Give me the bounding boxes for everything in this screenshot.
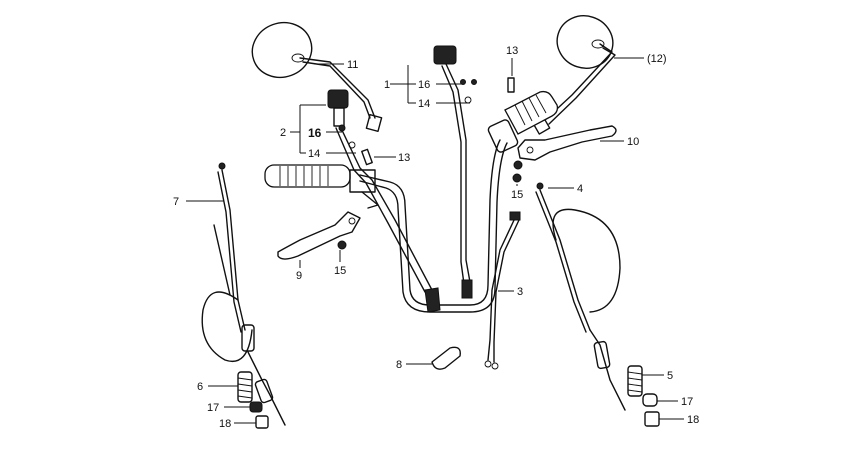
label-2: 2 <box>280 127 286 139</box>
label-18-left: 18 <box>219 418 231 430</box>
label-13-top: 13 <box>506 45 518 57</box>
label-15-left: 15 <box>334 265 346 277</box>
brake-cable <box>535 182 626 411</box>
clutch-lever <box>277 211 361 260</box>
clamp <box>431 346 461 370</box>
wire-harness <box>484 211 521 370</box>
label-17-left: 17 <box>207 402 219 414</box>
cap-17-right <box>642 393 658 407</box>
callout-labels: 11 (12) 1 16 14 13 2 16 14 13 10 4 15 7 … <box>173 45 699 430</box>
cap-17-left <box>249 401 263 413</box>
label-10: 10 <box>627 136 639 148</box>
right-grip <box>487 90 559 153</box>
right-switch-assembly <box>433 45 473 299</box>
label-16-left: 16 <box>308 126 322 140</box>
right-mirror <box>531 15 616 135</box>
left-mirror <box>251 21 383 133</box>
label-4: 4 <box>577 183 583 195</box>
label-7: 7 <box>173 196 179 208</box>
label-6: 6 <box>197 381 203 393</box>
screws-and-nuts <box>361 77 522 183</box>
spring-6 <box>237 371 253 403</box>
brake-lever <box>513 125 617 170</box>
label-11: 11 <box>347 59 358 71</box>
label-18-right: 18 <box>687 414 699 426</box>
label-8: 8 <box>396 359 402 371</box>
label-1: 1 <box>384 79 390 91</box>
label-15-right: 15 <box>511 189 523 201</box>
label-17-right: 17 <box>681 396 693 408</box>
label-9: 9 <box>296 270 302 282</box>
cap-18-left <box>255 415 269 429</box>
label-14-top: 14 <box>418 98 430 110</box>
label-5: 5 <box>667 370 673 382</box>
label-13-left: 13 <box>398 152 410 164</box>
left-grip <box>264 164 379 209</box>
left-switch-assembly <box>327 89 441 313</box>
label-3: 3 <box>517 286 523 298</box>
label-14-left: 14 <box>308 148 320 160</box>
label-12: (12) <box>647 53 667 65</box>
spring-5 <box>627 365 643 397</box>
label-16-top: 16 <box>418 79 430 91</box>
leader-lines <box>186 57 684 424</box>
handlebar <box>359 139 508 313</box>
cap-18-right <box>644 411 660 427</box>
clutch-cable <box>201 162 286 426</box>
